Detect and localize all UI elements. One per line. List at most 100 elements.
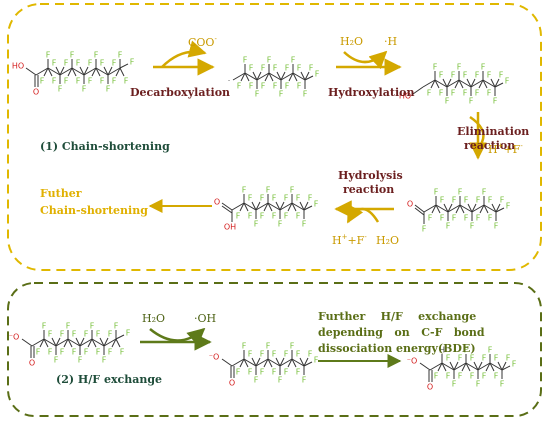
pfca-anion-cf-bond (51, 337, 57, 347)
further-hf-label-line3: dissociation energy(BDE) (318, 342, 476, 355)
chain-shortening-section-label: (1) Chain-shortening (40, 140, 170, 153)
pfca-start-hydroxyl-group: HO (12, 62, 24, 71)
hf-exchanged-backbone-bond (453, 362, 467, 371)
pfca-start-cf-bond (79, 66, 85, 76)
pfca-anion-fluorine-atom: F (42, 322, 47, 331)
pfca-shortened-cf-bond (287, 202, 293, 212)
pfca-start-fluorine-atom: F (76, 59, 81, 68)
hydrolysis-label-line2: reaction (343, 183, 394, 196)
pfca-anion-fluorine-atom: F (120, 348, 125, 357)
pfca-anion-fluorine-atom: F (66, 322, 71, 331)
acyl-fluoride-fluorine-atom: F (434, 188, 439, 197)
perfluoro-radical-cf-bond (304, 71, 310, 81)
pfca-shortened-fluorine-atom: F (278, 220, 283, 229)
pfca-start-backbone-bond (47, 67, 61, 76)
water-reagent-3: H₂O (142, 312, 165, 325)
hydroxyl-radical-curve (149, 327, 206, 346)
perfluoro-alcohol-cf-bond (442, 78, 448, 88)
hf-exchanged-fluorine-atom: F (494, 354, 499, 363)
acyl-fluoride-fluorine-atom: F (476, 196, 481, 205)
perfluoro-radical-cf-bond (268, 72, 274, 82)
perfluoro-alcohol-cf-bond (490, 78, 496, 88)
pfca-start-fluorine-atom: F (88, 77, 93, 86)
pfca-anion-2-fluorine-atom: F (242, 342, 247, 351)
pfca-anion-2-fluorine-atom: F (278, 376, 283, 385)
pfca-shortened-fluorine-atom: F (296, 194, 301, 203)
pfca-start-cf-bond (55, 66, 61, 76)
pfca-start-fluorine-atom: F (64, 77, 69, 86)
decarboxylation-label: Decarboxylation (130, 86, 230, 99)
acyl-fluoride-cf-bond (495, 207, 505, 213)
perfluoro-alcohol-cf-bond (466, 78, 472, 88)
perfluoro-radical-fluorine-atom: F (285, 82, 290, 91)
hf-exchanged-cf-bond (461, 362, 467, 372)
pfca-shortened-fluorine-atom: F (284, 194, 289, 203)
pfca-shortened-carbonyl-bond (221, 202, 233, 211)
pfca-anion-2-carbonyl-oxygen: O (229, 379, 235, 388)
pfca-shortened-fluorine-atom: F (254, 220, 259, 229)
pfca-shortened-backbone-bond (231, 202, 245, 211)
elimination-curve (469, 115, 485, 149)
pfca-anion-2-fluorine-atom: F (272, 350, 277, 359)
pfca-anion-2-cf-bond (303, 361, 313, 367)
perfluoro-alcohol-backbone-bond (470, 79, 484, 88)
pfca-anion-2-fluorine-atom: F (314, 356, 319, 365)
pfca-start-cf-bond (103, 66, 109, 76)
pfca-anion-2-fluorine-atom: F (236, 368, 241, 377)
pfca-anion-2-fluorine-atom: F (272, 368, 277, 377)
perfluoro-alcohol-fluorine-atom: F (463, 71, 468, 80)
perfluoro-radical-fluorine-atom: F (237, 82, 242, 91)
acyl-fluoride-fluorine-atom: F (440, 214, 445, 223)
pfca-anion-cf-bond (111, 338, 117, 348)
pfca-shortened-fluorine-atom: F (242, 186, 247, 195)
perfluoro-radical-cf-bond (244, 72, 250, 82)
pfca-start-fluorine-atom: F (94, 51, 99, 60)
perfluoro-radical-fluorine-atom: F (309, 64, 314, 73)
pfca-start-fluorine-atom: F (112, 59, 117, 68)
hf-exchanged-fluorine-atom: F (506, 354, 511, 363)
perfluoro-alcohol-fluorine-atom: F (481, 63, 486, 72)
perfluoro-alcohol-backbone-bond (434, 79, 448, 88)
acyl-fluoride-fluorine-atom: F (428, 214, 433, 223)
pfca-anion-2-fluorine-atom: F (254, 376, 259, 385)
acyl-fluoride-carbonyl-bond (414, 204, 425, 213)
acyl-fluoride-cf-bond (455, 204, 461, 214)
perfluoro-radical-fluorine-atom: F (315, 70, 320, 79)
further-hf-label-line2: depending on C-F bond (318, 326, 485, 339)
hf-exchanged-fluorine-atom: F (434, 372, 439, 381)
pfca-shortened-backbone-bond (255, 202, 269, 211)
pfca-shortened-fluorine-atom: F (260, 194, 265, 203)
perfluoro-alcohol-cf-bond (434, 79, 440, 89)
perfluoro-radical-fluorine-atom: F (273, 82, 278, 91)
pfca-anion-backbone-bond (103, 338, 117, 347)
hf-exchanged-backbone-bond (477, 362, 491, 371)
pfca-shortened-backbone-bond (243, 202, 257, 211)
perfluoro-alcohol-fluorine-atom: F (469, 97, 474, 106)
pfca-shortened-backbone-bond (291, 202, 305, 211)
carboxylate-reagent: COO- (188, 35, 217, 49)
perfluoro-radical-cf-bond (264, 72, 270, 82)
pfca-anion-2-cf-bond (275, 357, 281, 367)
pfca-anion-hydroxyl-group: ⁻O (9, 333, 20, 342)
hf-exchanged-hydrogen-atom: H (439, 346, 445, 355)
pfca-start-cf-bond (119, 67, 125, 77)
pfca-anion-cf-bond (43, 338, 49, 348)
chain-shortening-panel (7, 3, 542, 271)
pfca-anion-fluorine-atom: F (60, 348, 65, 357)
perfluoro-alcohol-fluorine-atom: F (445, 97, 450, 106)
pfca-start-cf-bond (43, 67, 49, 77)
pfca-anion-cf-bond (39, 338, 45, 348)
perfluoro-radical-fluorine-atom: F (303, 90, 308, 99)
perfluoro-radical-fluorine-atom: F (243, 56, 248, 65)
elimination-label-line1: Elimination (457, 125, 529, 138)
pfca-shortened-fluorine-atom: F (296, 212, 301, 221)
pfca-shortened-cf-bond (303, 201, 309, 211)
pfca-anion-2-fluorine-atom: F (248, 368, 253, 377)
acyl-fluoride-carbonyl-oxygen: O (407, 200, 413, 209)
pfca-start-cf-bond (83, 66, 89, 76)
pfca-anion-2-cf-bond (263, 358, 269, 368)
pfca-anion-2-fluorine-atom: F (296, 350, 301, 359)
pfca-anion-fluorine-atom: F (84, 330, 89, 339)
pfca-shortened-carbonyl-oxygen: O (214, 198, 220, 207)
